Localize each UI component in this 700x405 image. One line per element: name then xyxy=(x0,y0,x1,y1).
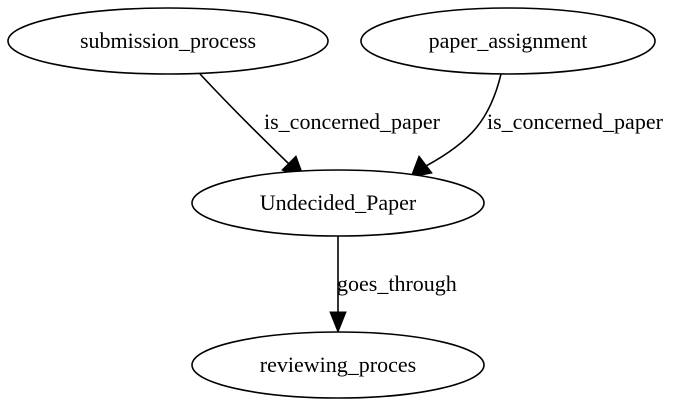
node-ellipse xyxy=(191,169,485,237)
node-reviewing-proces: reviewing_proces xyxy=(191,331,485,399)
node-ellipse xyxy=(7,7,329,75)
edge-undecided-to-reviewing: goes_through xyxy=(329,236,457,334)
edge-label: is_concerned_paper xyxy=(264,109,441,134)
edge-submission-to-undecided: is_concerned_paper xyxy=(199,73,441,179)
node-label: submission_process xyxy=(80,28,256,53)
node-label: reviewing_proces xyxy=(260,352,416,377)
node-undecided-paper: Undecided_Paper xyxy=(191,169,485,237)
node-ellipse xyxy=(191,331,485,399)
node-ellipse xyxy=(360,7,656,75)
arrowhead-icon xyxy=(329,311,347,334)
node-label: Undecided_Paper xyxy=(260,190,417,215)
edge-label: is_concerned_paper xyxy=(487,109,664,134)
node-paper-assignment: paper_assignment xyxy=(360,7,656,75)
edge-line xyxy=(425,73,502,167)
node-label: paper_assignment xyxy=(429,28,588,53)
arrowhead-icon xyxy=(410,154,433,178)
edge-label: goes_through xyxy=(337,271,457,296)
edge-assignment-to-undecided: is_concerned_paper xyxy=(410,73,664,178)
edge-line xyxy=(199,73,290,165)
node-submission-process: submission_process xyxy=(7,7,329,75)
